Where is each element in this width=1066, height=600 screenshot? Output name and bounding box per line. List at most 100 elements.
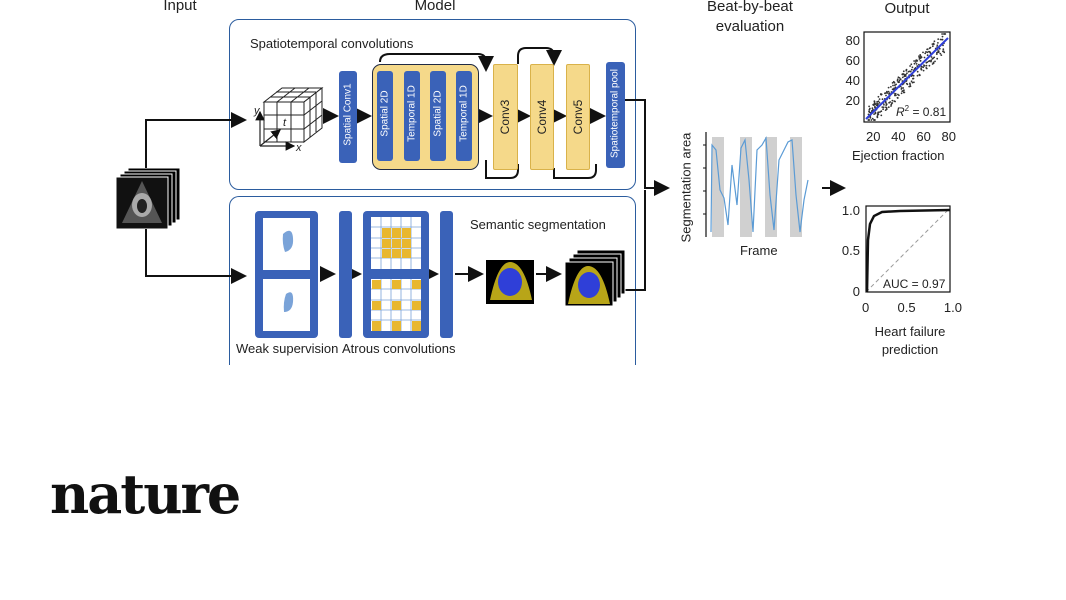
scatter-point	[894, 94, 896, 97]
scatter-point	[920, 68, 923, 71]
scatter-point	[868, 110, 870, 113]
weak-supervision-block	[255, 211, 318, 338]
temporal-1d-label-a: Temporal 1D	[406, 85, 418, 142]
conv4-label: Conv4	[535, 99, 549, 135]
scatter-point	[926, 54, 929, 57]
scatter-point	[903, 91, 906, 94]
scatter-point	[903, 75, 906, 78]
scatter-point	[881, 106, 884, 108]
roc-xtick: 1.0	[943, 300, 962, 315]
scatter-point	[900, 88, 903, 90]
cube-axis-x: x	[296, 142, 302, 154]
spatiotemporal-title: Spatiotemporal convolutions	[250, 36, 414, 51]
output-header: Output	[884, 0, 930, 17]
scatter-point	[940, 54, 943, 56]
scatter-point	[923, 56, 926, 59]
scatter-xtick: 80	[941, 129, 956, 144]
scatter-point	[869, 116, 872, 118]
input-header: Input	[163, 0, 197, 14]
scatter-point	[914, 61, 917, 63]
spatiotemporal-pool-block: Spatiotemporal pool	[606, 62, 625, 168]
scatter-point	[931, 63, 934, 65]
scatter-point	[896, 96, 899, 99]
scatter-yticks: 80 60 40 20	[838, 31, 860, 111]
scatter-point	[878, 98, 881, 100]
scatter-point	[943, 33, 945, 35]
scatter-ytick: 80	[845, 33, 860, 48]
cube-axis-t: t	[283, 117, 287, 129]
scatter-point	[942, 44, 944, 47]
scatter-point	[902, 87, 905, 89]
scatter-point	[868, 105, 870, 108]
semantic-title: Semantic segmentation	[470, 217, 606, 232]
spatiotemporal-cube	[255, 86, 324, 151]
scatter-point	[885, 94, 887, 97]
roc-ytick: 1.0	[841, 203, 860, 218]
scatter-point	[890, 105, 892, 107]
input-echo-stack	[115, 167, 181, 230]
scatter-point	[941, 33, 943, 35]
scatter-point	[888, 92, 891, 95]
conv3-label: Conv3	[498, 99, 512, 135]
scatter-xticks: 20 40 60 80	[866, 129, 956, 144]
heart-failure-line1: Heart failure	[874, 324, 946, 339]
scatter-point	[920, 67, 922, 69]
scatter-point	[887, 86, 890, 89]
scatter-point	[876, 100, 879, 103]
scatter-point	[929, 46, 932, 49]
scatter-point	[877, 111, 880, 114]
r2-annotation: R2 = 0.81	[896, 104, 946, 119]
roc-xtick: 0.5	[897, 300, 916, 315]
segmentation-result-image	[486, 260, 534, 304]
r2-value: = 0.81	[909, 105, 947, 119]
scatter-point	[880, 93, 882, 95]
scatter-point	[937, 51, 940, 54]
scatter-point	[877, 95, 880, 98]
beat-evaluation-header: Beat-by-beat evaluation	[690, 0, 810, 37]
scatter-point	[911, 66, 914, 69]
scatter-point	[918, 55, 920, 57]
frame-xlabel: Frame	[740, 243, 778, 258]
scatter-point	[919, 55, 922, 58]
segmentation-area-plot	[703, 132, 809, 237]
spatiotemporal-arrows	[323, 47, 670, 291]
spatial-conv1-block: Spatial Conv1	[339, 71, 357, 163]
scatter-point	[877, 113, 880, 116]
scatter-ytick: 20	[845, 93, 860, 108]
scatter-point	[880, 114, 883, 117]
scatter-point	[932, 61, 935, 64]
r2-symbol: R	[896, 105, 905, 119]
scatter-point	[878, 101, 881, 104]
weak-supervision-label: Weak supervision	[236, 341, 339, 356]
scatter-xtick: 40	[891, 129, 906, 144]
scatter-point	[883, 103, 885, 106]
conv5-label: Conv5	[571, 99, 585, 135]
scatter-point	[930, 56, 933, 58]
beat-header-line2: evaluation	[715, 18, 785, 35]
scatter-point	[910, 63, 913, 66]
scatter-point	[939, 38, 942, 41]
scatter-point	[874, 103, 877, 105]
scatter-point	[905, 69, 908, 72]
scatter-point	[895, 83, 897, 86]
cube-axis-y: y	[254, 105, 260, 117]
scatter-point	[890, 103, 893, 106]
scatter-point	[893, 87, 895, 90]
roc-ytick: 0.5	[841, 243, 860, 258]
segmentation-area-ylabel: Segmentation area	[678, 132, 694, 243]
scatter-point	[885, 103, 888, 106]
scatter-point	[891, 102, 894, 104]
scatter-point	[871, 117, 874, 120]
scatter-point	[925, 64, 928, 67]
scatter-point	[916, 70, 919, 73]
spatial-2d-label-a: Spatial 2D	[379, 90, 391, 137]
r2-superscript: 2	[904, 104, 910, 113]
scatter-point	[888, 101, 890, 104]
scatter-point	[896, 78, 899, 81]
scatter-point	[909, 70, 911, 73]
spatiotemporal-panel	[229, 19, 636, 190]
semantic-arrows	[320, 180, 846, 282]
scatter-point	[894, 100, 896, 103]
scatter-point	[942, 48, 945, 51]
scatter-point	[925, 61, 928, 64]
